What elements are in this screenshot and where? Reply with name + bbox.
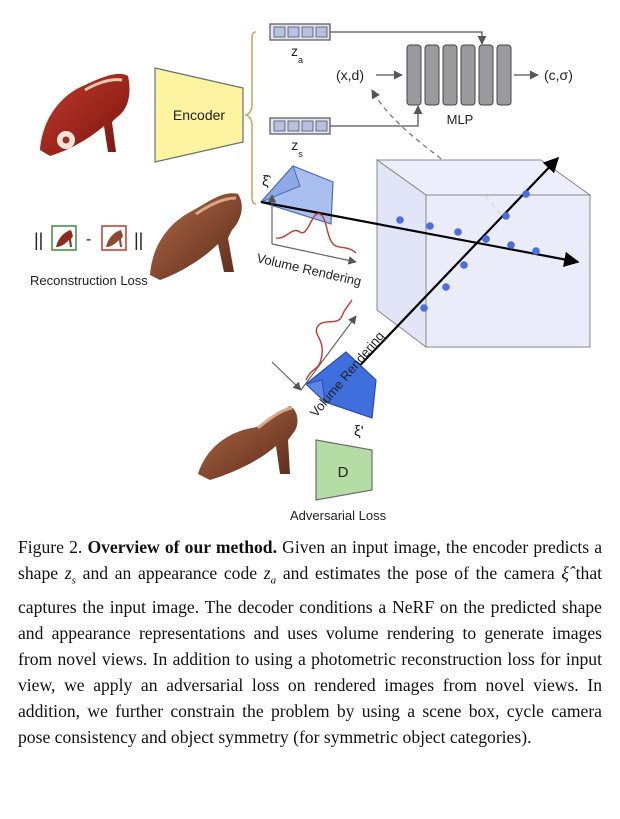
density-plot-2 bbox=[271, 299, 357, 391]
mlp-block: MLP bbox=[406, 44, 512, 127]
method-overview-figure: Encoder za zs (x,d) MLP (c,σ) bbox=[30, 23, 592, 523]
camera-xi-hat bbox=[259, 165, 334, 225]
camera-ray-2 bbox=[324, 156, 560, 403]
za-label: za bbox=[291, 43, 303, 65]
za-to-mlp-arrow bbox=[330, 31, 487, 45]
adversarial-loss-label: Adversarial Loss bbox=[290, 508, 387, 523]
xi-hat-symbol: ξ̂ bbox=[561, 563, 569, 583]
mlp-label: MLP bbox=[447, 112, 474, 127]
reconstruction-loss-term: || - || bbox=[34, 225, 143, 251]
ray-2-sample-points bbox=[420, 190, 530, 312]
encoder-block: Encoder bbox=[154, 67, 244, 163]
norm-right: || bbox=[134, 230, 143, 250]
input-shoe-image bbox=[40, 73, 130, 156]
shape-code-zs: zs bbox=[269, 117, 331, 159]
norm-left: || bbox=[34, 230, 43, 250]
xi-hat-label: ξ̂ bbox=[262, 173, 272, 190]
reconstructed-shoe-image bbox=[150, 193, 242, 280]
caption-text-3: and estimates the pose of the camera bbox=[282, 563, 555, 583]
zs-to-mlp-arrow bbox=[330, 105, 423, 127]
appearance-code-za: za bbox=[269, 23, 331, 65]
xi-prime-label: ξ' bbox=[354, 423, 364, 440]
caption-text-1: Given an input image, the encoder predic… bbox=[18, 537, 603, 583]
encoder-label: Encoder bbox=[173, 107, 225, 123]
zs-symbol: zs bbox=[64, 563, 76, 587]
camera-ray-1 bbox=[260, 200, 580, 267]
caption-text-4: that captures the input image. The decod… bbox=[18, 563, 603, 747]
scene-box bbox=[375, 159, 592, 349]
discriminator-label: D bbox=[338, 464, 349, 481]
figure-number: Figure 2. bbox=[18, 537, 83, 557]
encoder-brace bbox=[244, 31, 257, 205]
novel-view-shoe-image bbox=[198, 406, 298, 480]
volume-rendering-label-1: Volume Rendering bbox=[255, 250, 363, 289]
zs-label: zs bbox=[291, 137, 303, 159]
norm-minus: - bbox=[86, 231, 91, 248]
c-sigma-label: (c,σ) bbox=[544, 67, 573, 83]
caption-title: Overview of our method. bbox=[87, 537, 277, 557]
xd-label: (x,d) bbox=[336, 67, 364, 83]
discriminator-block: D bbox=[315, 439, 373, 501]
reconstruction-loss-label: Reconstruction Loss bbox=[30, 273, 148, 288]
za-symbol: za bbox=[263, 563, 277, 587]
density-plot-1 bbox=[267, 194, 357, 265]
caption-text-2: and an appearance code bbox=[82, 563, 258, 583]
camera-xi-prime bbox=[304, 351, 377, 419]
figure-caption: Figure 2. Overview of our method. Given … bbox=[18, 534, 602, 750]
